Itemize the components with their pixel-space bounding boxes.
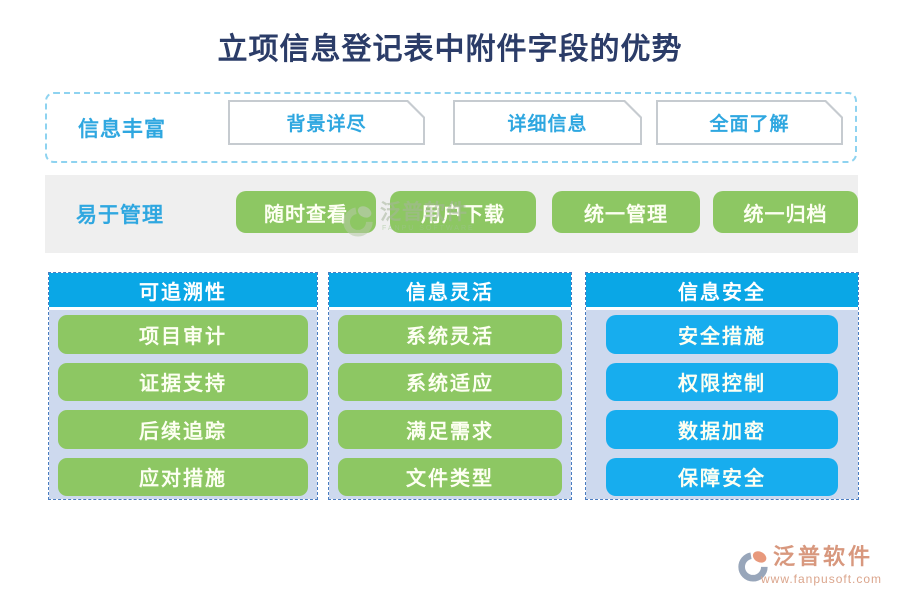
system-flexible-button[interactable]: 系统灵活 — [338, 315, 562, 354]
footer-brand-name: 泛普软件 — [773, 544, 874, 569]
system-adapt-button[interactable]: 系统适应 — [338, 362, 562, 401]
view-anytime-button[interactable]: 随时查看 — [236, 191, 376, 233]
full-understanding-button[interactable]: 全面了解 — [656, 100, 843, 145]
section-easy-management: 易于管理 随时查看 用户下载 统一管理 统一归档 — [45, 175, 858, 253]
footer-brand-block: 泛普软件 www.fanpusoft.com — [736, 546, 882, 589]
file-type-button[interactable]: 文件类型 — [338, 457, 562, 496]
project-audit-button[interactable]: 项目审计 — [58, 315, 308, 354]
response-measures-button[interactable]: 应对措施 — [58, 457, 308, 496]
fanpu-logo-icon — [736, 546, 770, 589]
page-title: 立项信息登记表中附件字段的优势 — [217, 33, 683, 66]
meet-needs-button[interactable]: 满足需求 — [338, 410, 562, 449]
background-details-label: 背景详尽 — [286, 114, 367, 135]
detailed-info-label: 详细信息 — [507, 114, 588, 135]
unified-archive-button[interactable]: 统一归档 — [713, 191, 858, 233]
user-download-button[interactable]: 用户下载 — [390, 191, 536, 233]
permission-control-button[interactable]: 权限控制 — [606, 362, 838, 401]
footer-url[interactable]: www.fanpusoft.com — [761, 572, 883, 586]
follow-up-tracking-button[interactable]: 后续追踪 — [58, 410, 308, 449]
column-header-flexibility: 信息灵活 — [329, 273, 571, 307]
security-measures-button[interactable]: 安全措施 — [606, 315, 838, 354]
column-body-security: 安全措施 权限控制 数据加密 保障安全 — [586, 310, 858, 499]
detailed-info-button[interactable]: 详细信息 — [453, 100, 642, 145]
column-body-traceability: 项目审计 证据支持 后续追踪 应对措施 — [49, 310, 317, 499]
section-info-rich: 信息丰富 背景详尽 详细信息 全面了解 — [45, 92, 857, 163]
unified-management-button[interactable]: 统一管理 — [552, 191, 700, 233]
evidence-support-button[interactable]: 证据支持 — [58, 362, 308, 401]
data-encryption-button[interactable]: 数据加密 — [606, 410, 838, 449]
background-details-button[interactable]: 背景详尽 — [228, 100, 425, 145]
column-header-security: 信息安全 — [586, 273, 858, 307]
column-header-traceability: 可追溯性 — [49, 273, 317, 307]
column-traceability: 可追溯性 项目审计 证据支持 后续追踪 应对措施 — [48, 272, 318, 500]
column-security: 信息安全 安全措施 权限控制 数据加密 保障安全 — [585, 272, 859, 500]
security-guarantee-button[interactable]: 保障安全 — [606, 457, 838, 496]
row-label-easy-management: 易于管理 — [76, 204, 164, 227]
row-label-info-rich: 信息丰富 — [78, 117, 166, 141]
column-body-flexibility: 系统灵活 系统适应 满足需求 文件类型 — [329, 310, 571, 499]
full-understanding-label: 全面了解 — [709, 114, 790, 135]
column-flexibility: 信息灵活 系统灵活 系统适应 满足需求 文件类型 — [328, 272, 572, 500]
